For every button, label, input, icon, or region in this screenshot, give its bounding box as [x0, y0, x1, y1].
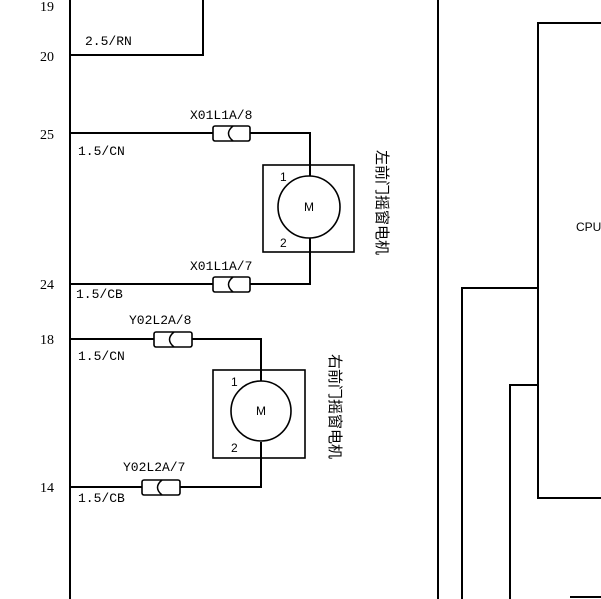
- cpu-label: CPU: [576, 220, 601, 234]
- connector-c2-socket: [227, 276, 234, 293]
- motor-left-pin2: 2: [280, 236, 287, 250]
- motor-right-symbol: [230, 380, 292, 442]
- connector-label-c4: Y02L2A/7: [123, 460, 185, 475]
- pin-label-19: 19: [40, 0, 54, 15]
- pin-label-24: 24: [40, 278, 54, 293]
- motor-right-pin2: 2: [231, 441, 238, 455]
- motor-left-pin1: 1: [280, 170, 287, 184]
- connector-c3: [153, 331, 193, 348]
- pin-label-14: 14: [40, 481, 54, 496]
- connector-c2: [212, 276, 251, 293]
- wire-spec-20: 2.5/RN: [85, 34, 132, 49]
- wire-c3-to-motor-right: [192, 338, 262, 370]
- pin-label-18: 18: [40, 333, 54, 348]
- motor-right-caption: 右前门摇窗电机: [326, 354, 344, 459]
- wire-motor-left-to-c2: [250, 252, 311, 285]
- motor-right-pin1: 1: [231, 375, 238, 389]
- connector-label-c3: Y02L2A/8: [129, 313, 191, 328]
- wire-cpu-left-inner: [509, 384, 538, 599]
- wire-pin-20: [70, 0, 204, 56]
- connector-c4-socket: [156, 479, 163, 496]
- motor-left-caption: 左前门摇窗电机: [373, 150, 391, 255]
- wire-spec-14: 1.5/CB: [78, 491, 125, 506]
- connector-label-c1: X01L1A/8: [190, 108, 252, 123]
- wire-spec-18: 1.5/CN: [78, 349, 125, 364]
- wire-spec-24: 1.5/CB: [76, 287, 123, 302]
- connector-c1-socket: [227, 125, 234, 142]
- connector-label-c2: X01L1A/7: [190, 259, 252, 274]
- wire-cpu-left-outer: [461, 287, 538, 599]
- pin-label-20: 20: [40, 50, 54, 65]
- connector-c3-socket: [168, 331, 175, 348]
- cpu-box-outline: [537, 22, 601, 499]
- motor-right-symbol-label: M: [256, 404, 266, 418]
- pin-label-25: 25: [40, 128, 54, 143]
- connector-c1: [212, 125, 251, 142]
- motor-left-symbol: [277, 175, 341, 239]
- motor-left-symbol-label: M: [304, 200, 314, 214]
- connector-c4: [141, 479, 181, 496]
- wire-motor-right-to-c4: [180, 458, 262, 488]
- wire-c1-to-motor-left: [250, 132, 311, 165]
- wire-spec-25: 1.5/CN: [78, 144, 125, 159]
